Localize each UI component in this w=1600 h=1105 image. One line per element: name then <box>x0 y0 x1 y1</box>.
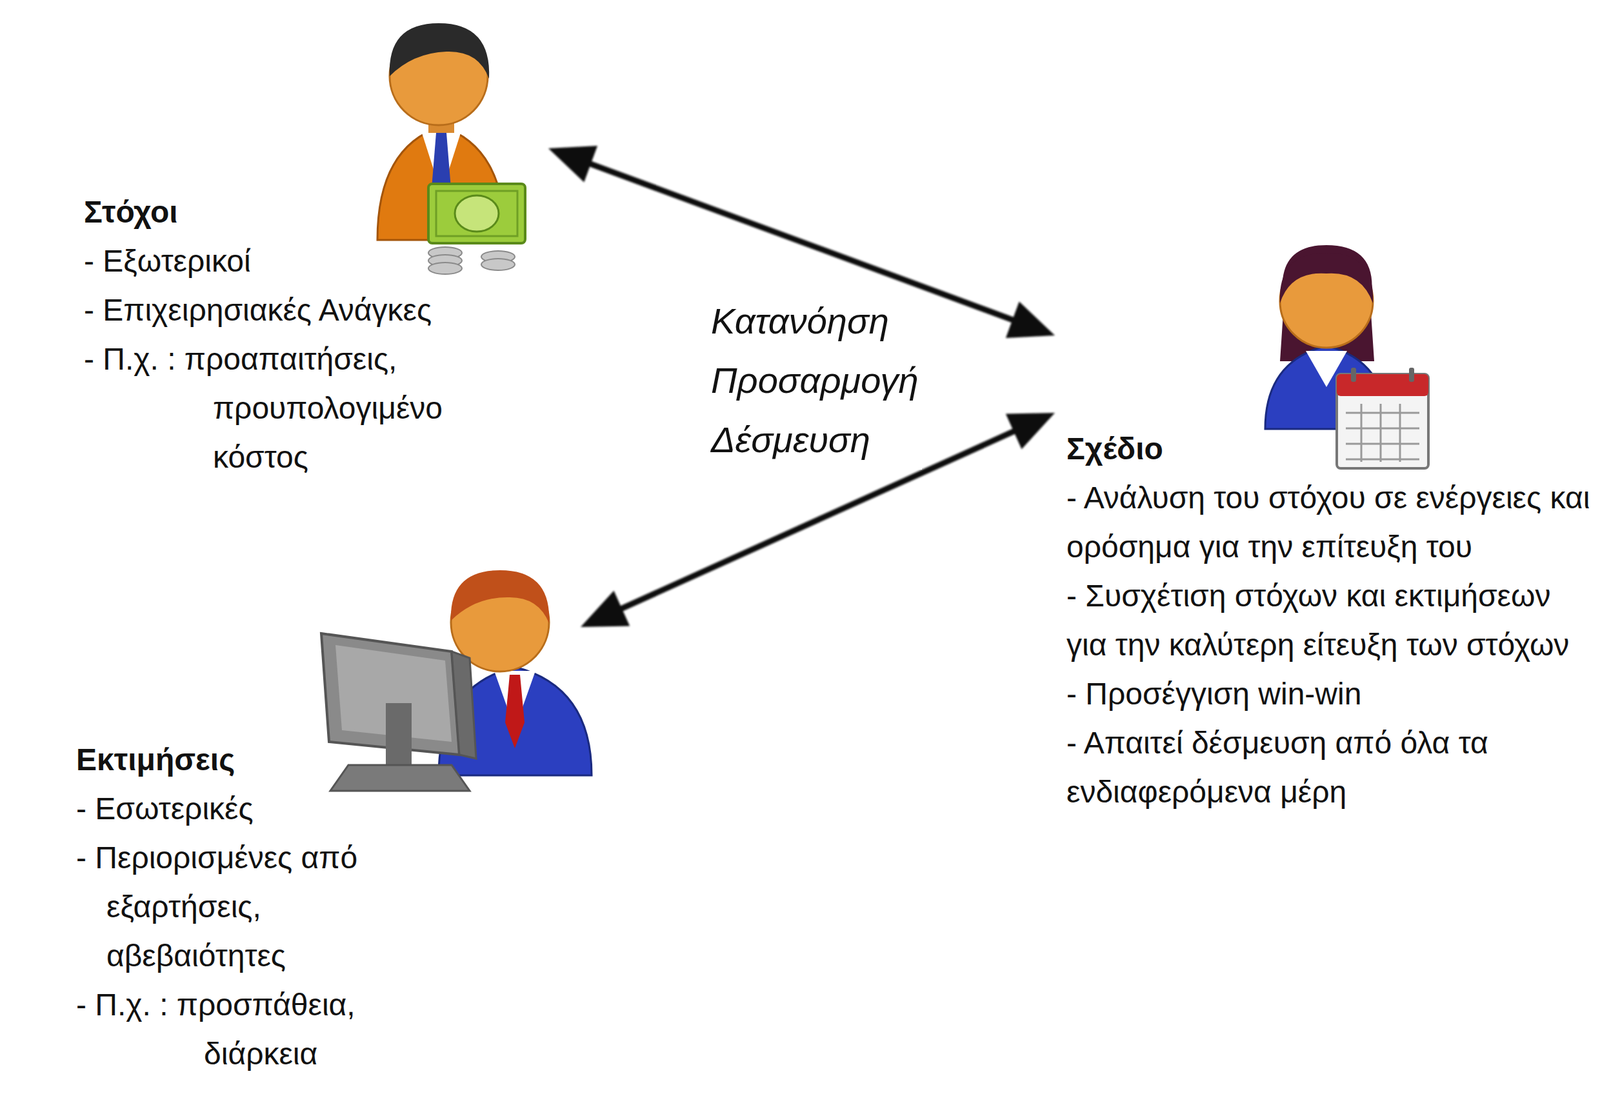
bullet-text: - Προσέγγιση win-win <box>1066 669 1597 719</box>
estimates-block: Εκτιμήσεις- Εσωτερικές- Περιορισμένες απ… <box>70 567 581 1084</box>
arrow-head <box>580 590 630 628</box>
plan-block: Σχέδιο- Ανάλυση του στόχου σε ενέργειες … <box>1054 238 1597 822</box>
bullet-text: - Π.χ. : προσπάθεια, διάρκεια <box>76 980 462 1079</box>
goals-block: Στόχοι- Εξωτερικοί- Επιχειρησιακές Ανάγκ… <box>77 19 549 488</box>
arrow-head <box>1005 412 1055 450</box>
block-heading: Στόχοι <box>83 187 549 237</box>
bullet-text: - Ανάλυση του στόχου σε ενέργειες και ορ… <box>1066 473 1597 572</box>
block-heading: Εκτιμήσεις <box>76 735 581 785</box>
bullet-text: - Συσχέτιση στόχων και εκτιμήσεων για τη… <box>1066 571 1597 670</box>
bullet-text: - Απαιτεί δέσμευση από όλα τα ενδιαφερόμ… <box>1066 718 1597 817</box>
manager-icon <box>377 23 526 275</box>
bullet-text: - Εσωτερικές <box>76 784 581 834</box>
block-heading: Σχέδιο <box>1066 424 1597 474</box>
arrow-head <box>1005 301 1055 339</box>
planner-icon <box>1265 245 1429 469</box>
arrow-head <box>548 145 598 182</box>
relation-label: Κατανόηση Προσαρμογή Δέσμευση <box>707 291 922 470</box>
bullet-text: - Περιορισμένες από εξαρτήσεις, αβεβαιότ… <box>76 833 442 981</box>
bullet-text: - Εξωτερικοί <box>83 236 549 286</box>
bullet-text: - Π.χ. : προαπαιτήσεις, προυπολογιμένο κ… <box>83 334 491 482</box>
developer-icon <box>321 570 592 791</box>
bullet-text: - Επιχειρησιακές Ανάγκες <box>83 285 549 335</box>
